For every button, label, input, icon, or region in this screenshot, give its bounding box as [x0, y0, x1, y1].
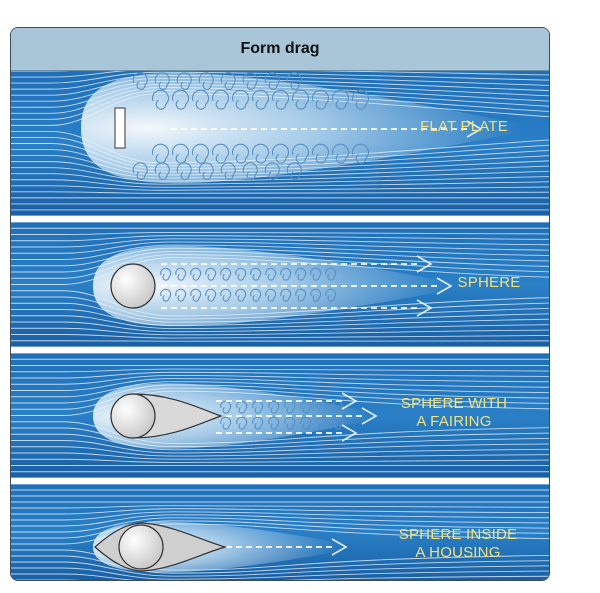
- flow-illustration: [11, 71, 549, 216]
- label-line: SPHERE: [457, 274, 521, 291]
- flow-illustration: [11, 484, 549, 580]
- label-line: SPHERE INSIDE: [398, 526, 518, 543]
- panel-sphere: SPHERE: [11, 222, 549, 347]
- label-line: A FAIRING: [416, 413, 492, 430]
- panel-label-sphere: SPHERE: [439, 274, 539, 292]
- panel-sphere-with-fairing: SPHERE WITH A FAIRING: [11, 353, 549, 478]
- label-line: A HOUSING: [415, 544, 501, 561]
- flow-illustration: [11, 222, 549, 347]
- label-line: SPHERE WITH: [400, 395, 508, 412]
- panel-sphere-inside-housing: SPHERE INSIDE A HOUSING: [11, 484, 549, 580]
- form-drag-figure: Form drag FLAT PLATE SPHERE SPHERE WITH …: [10, 27, 550, 581]
- panel-label-sphere-inside-housing: SPHERE INSIDE A HOUSING: [373, 526, 543, 562]
- label-line: FLAT PLATE: [420, 118, 508, 135]
- title-bar: Form drag: [11, 28, 549, 71]
- panel-label-flat-plate: FLAT PLATE: [399, 118, 529, 136]
- flow-illustration: [11, 353, 549, 478]
- panel-label-sphere-with-fairing: SPHERE WITH A FAIRING: [379, 395, 529, 431]
- panel-flat-plate: FLAT PLATE: [11, 71, 549, 216]
- figure-title: Form drag: [240, 40, 320, 57]
